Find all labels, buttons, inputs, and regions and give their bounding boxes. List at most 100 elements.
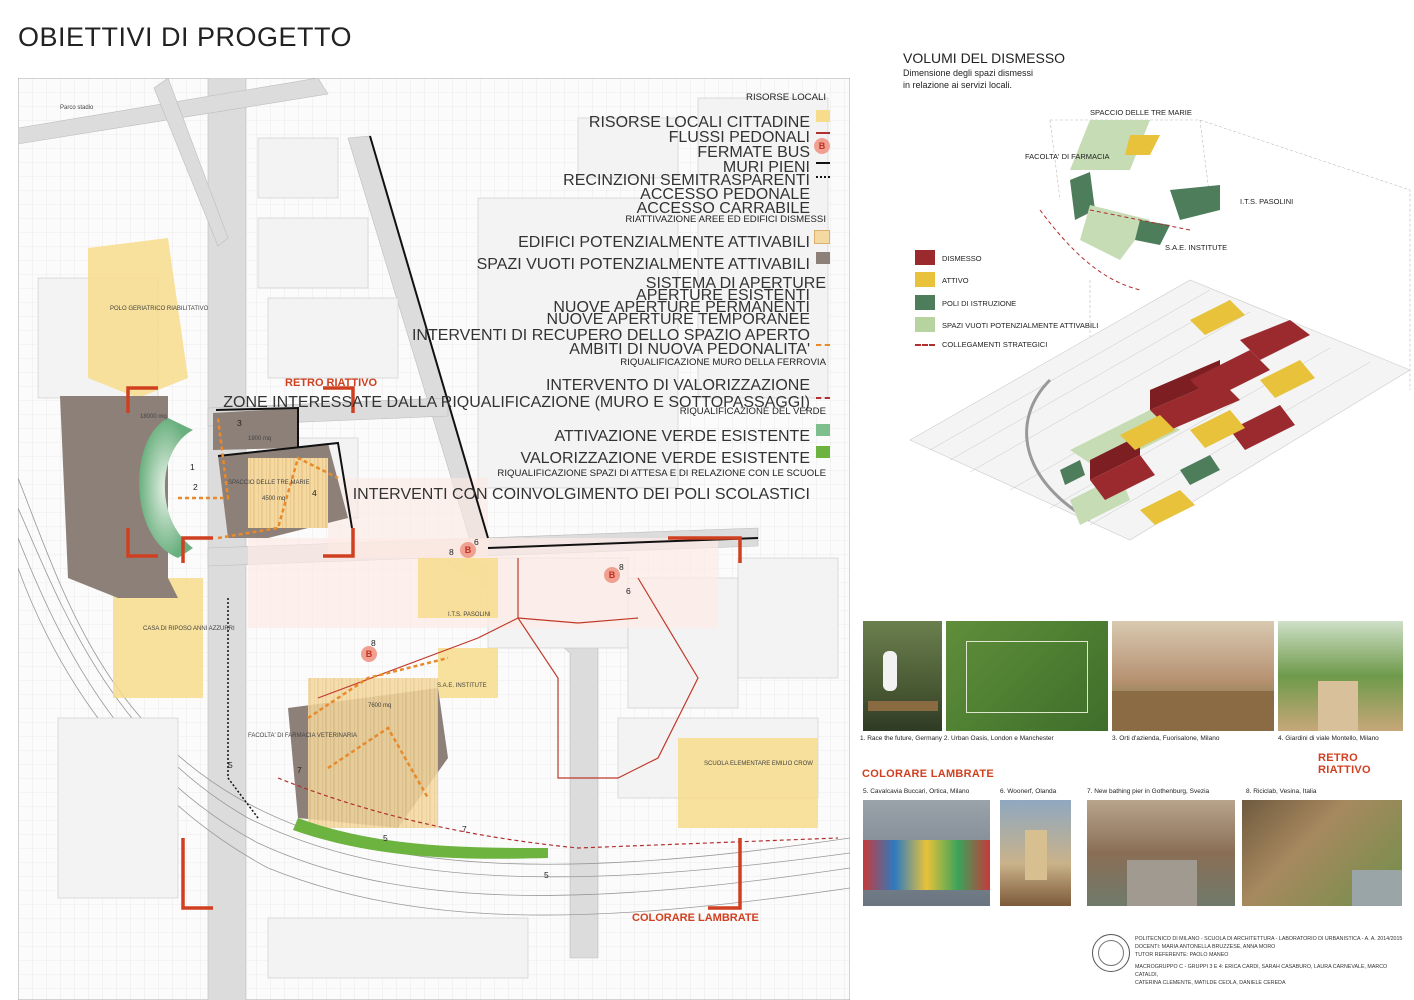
axonometric-diagram <box>909 119 1411 541</box>
key-label: ATTIVO <box>942 276 969 285</box>
legend-item: RISORSE LOCALI CITTADINE <box>588 114 810 131</box>
photo-orti-azienda <box>1112 621 1274 731</box>
map-number: 5 <box>544 870 549 880</box>
photo-caption: 5. Cavalcavia Buccari, Ortica, Milano <box>863 788 970 795</box>
politecnico-seal-icon <box>1092 934 1130 972</box>
map-legend: RISORSE LOCALI RISORSE LOCALI CITTADINE … <box>223 92 850 512</box>
volumi-subtitle: Dimensione degli spazi dismessi in relaz… <box>903 67 1103 91</box>
photo-cavalcavia <box>863 800 990 906</box>
legend-heading-verde: RIQUALIFICAZIONE DEL VERDE <box>679 406 826 417</box>
legend-item: FLUSSI PEDONALI <box>668 129 810 146</box>
legend-swatch-attivazione <box>816 424 830 436</box>
map-number: 8 <box>449 547 454 557</box>
photo-giardini-montello <box>1278 621 1403 731</box>
legend-item: NUOVE APERTURE TEMPORANEE <box>546 311 810 328</box>
axon-label-sae: S.A.E. INSTITUTE <box>1165 243 1228 252</box>
map-number: 3 <box>237 418 242 428</box>
key-label: POLI DI ISTRUZIONE <box>942 299 1017 308</box>
map-label-scuola: SCUOLA ELEMENTARE EMILIO CROW <box>704 761 813 767</box>
axon-label-tre-marie: SPACCIO DELLE TRE MARIE <box>1090 108 1192 117</box>
photo-race-the-future <box>863 621 942 731</box>
volumi-key: DISMESSO ATTIVO POLI DI ISTRUZIONE SPAZI… <box>910 248 1110 358</box>
key-swatch-vuoti <box>915 317 935 332</box>
legend-heading-muro: RIQUALIFICAZIONE MURO DELLA FERROVIA <box>620 357 826 368</box>
map-label-parco: Parco stadio <box>60 105 94 111</box>
map-area-2: 1900 mq <box>248 436 272 442</box>
map-number: 6 <box>626 586 631 596</box>
photo-woonerf <box>1000 800 1071 906</box>
map-number: 1 <box>190 462 195 472</box>
map-label-casa: CASA DI RIPOSO ANNI AZZURRI <box>143 626 235 632</box>
section-colorare-lambrate: COLORARE LAMBRATE <box>862 768 994 780</box>
legend-item: INTERVENTO DI VALORIZZAZIONE <box>545 377 810 394</box>
map-number: 4 <box>312 488 317 498</box>
legend-item: ACCESSO PEDONALE <box>640 186 810 203</box>
map-number: 8 <box>619 562 624 572</box>
legend-swatch-vuoti <box>816 252 830 264</box>
credits-line: DOCENTI: MARIA ANTONELLA BRUZZESE, ANNA … <box>1135 944 1276 950</box>
legend-swatch-zone <box>816 397 830 399</box>
key-label: COLLEGAMENTI STRATEGICI <box>942 340 1048 349</box>
legend-item: APERTURE ESISTENTI <box>636 287 810 304</box>
map-label-polo: POLO GERIATRICO RIABILITATIVO <box>110 306 209 312</box>
legend-item: MURI PIENI <box>722 159 810 176</box>
map-number: 7 <box>462 824 467 834</box>
photo-urban-oasis <box>946 621 1108 731</box>
axon-label-farmacia: FACOLTA' DI FARMACIA <box>1025 152 1110 161</box>
map-number: 6 <box>474 537 479 547</box>
map-label-farmacia: FACOLTA' DI FARMACIA VETERINARIA <box>248 733 357 739</box>
map-number: 2 <box>193 482 198 492</box>
legend-item: INTERVENTI CON COINVOLGIMENTO DEI POLI S… <box>352 486 810 503</box>
bus-stop-icon: B <box>604 567 620 583</box>
credits-line: CATERINA CLEMENTE, MATILDE CEOLA, DANIEL… <box>1135 980 1286 986</box>
map-label-spaccio: SPACCIO DELLE TRE MARIE <box>228 480 310 486</box>
legend-heading-riattivazione: RIATTIVAZIONE AREE ED EDIFICI DISMESSI <box>625 214 826 225</box>
site-map <box>18 78 850 1000</box>
legend-item: SISTEMA DI APERTURE <box>645 275 826 292</box>
map-number: 7 <box>297 765 302 775</box>
photo-bathing-pier <box>1087 800 1235 906</box>
legend-item: INTERVENTI DI RECUPERO DELLO SPAZIO APER… <box>411 327 810 344</box>
legend-swatch-risorse <box>816 110 830 122</box>
photo-caption: 8. Riciclab, Vesina, Italia <box>1246 788 1317 795</box>
key-label: DISMESSO <box>942 254 982 263</box>
map-label-sae: S.A.E. INSTITUTE <box>437 683 487 689</box>
bus-stop-icon: B <box>361 646 377 662</box>
photo-caption: 3. Orti d'azienda, Fuorisalone, Milano <box>1112 735 1220 742</box>
map-area-4: 7600 mq <box>368 703 392 709</box>
map-area-1: 18000 mq <box>140 414 167 420</box>
map-label-retro: RETRO RIATTIVO <box>285 377 378 389</box>
legend-swatch-valorizzazione <box>816 446 830 458</box>
legend-swatch-flussi <box>816 132 830 134</box>
bus-stop-icon: B <box>814 138 830 154</box>
legend-item: EDIFICI POTENZIALMENTE ATTIVABILI <box>518 234 810 251</box>
map-number: 5 <box>383 833 388 843</box>
key-label: SPAZI VUOTI POTENZIALMENTE ATTIVABILI <box>942 321 1099 330</box>
photo-riciclab <box>1242 800 1402 906</box>
legend-swatch-recinzioni <box>816 176 830 178</box>
credits-line: TUTOR REFERENTE: PAOLO MANEO <box>1135 952 1229 958</box>
section-retro-riattivo: RETRO RIATTIVO <box>1318 752 1371 776</box>
volumi-subtitle-line: Dimensione degli spazi dismessi <box>903 68 1034 78</box>
volumi-subtitle-line: in relazione ai servizi locali. <box>903 80 1013 90</box>
map-label-its: I.T.S. PASOLINI <box>448 612 491 618</box>
key-swatch-dismesso <box>915 250 935 265</box>
legend-swatch-muri <box>816 162 830 164</box>
legend-heading-scuole: RIQUALIFICAZIONE SPAZI DI ATTESA E DI RE… <box>497 468 826 479</box>
page-title: OBIETTIVI DI PROGETTO <box>18 22 353 52</box>
map-area-3: 4500 mq <box>262 496 286 502</box>
map-number: 8 <box>371 638 376 648</box>
photo-caption: 6. Woonerf, Olanda <box>1000 788 1057 795</box>
photo-caption: 1. Race the future, Germany 2. Urban Oas… <box>860 735 1054 742</box>
legend-heading-risorse: RISORSE LOCALI <box>746 92 826 103</box>
volumi-title: VOLUMI DEL DISMESSO <box>903 50 1066 66</box>
legend-swatch-pedonalita <box>816 344 830 346</box>
legend-item: AMBITI DI NUOVA PEDONALITA' <box>569 341 810 358</box>
map-label-colorare: COLORARE LAMBRATE <box>632 912 759 924</box>
map-number: 5 <box>228 760 233 770</box>
key-swatch-attivo <box>915 272 935 287</box>
photo-caption: 4. Giardini di viale Montello, Milano <box>1278 735 1379 742</box>
legend-item: RECINZIONI SEMITRASPARENTI <box>563 172 810 189</box>
legend-item: NUOVE APERTURE PERMANENTI <box>553 299 810 316</box>
photo-caption: 7. New bathing pier in Gothenburg, Svezi… <box>1087 788 1210 795</box>
